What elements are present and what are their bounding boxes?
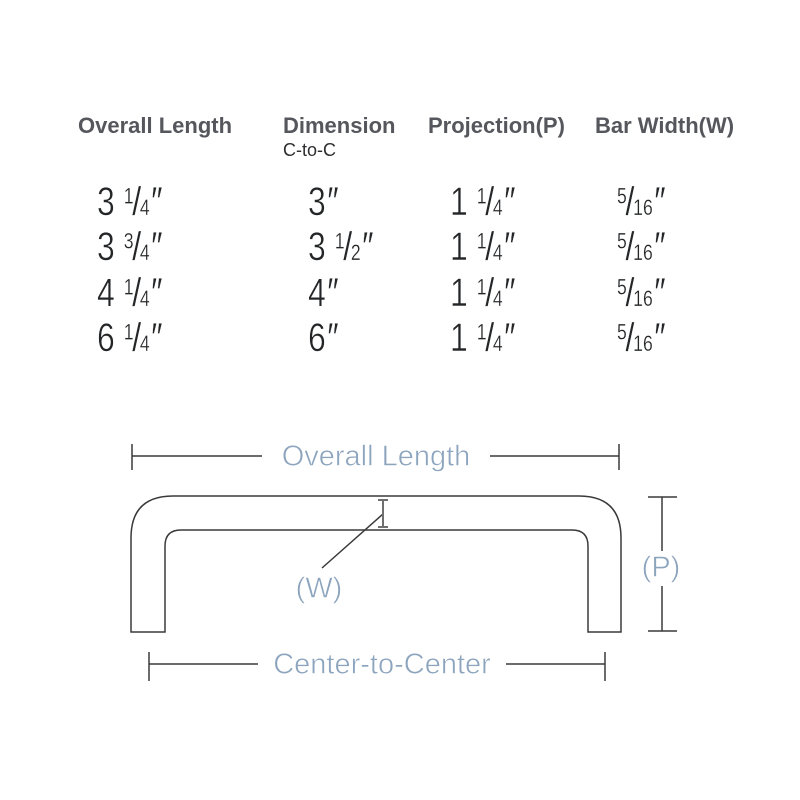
spec-cell: 6″ (308, 316, 338, 361)
projection-label: (P) (641, 551, 681, 584)
spec-cell: 3 1/4″ (97, 180, 161, 225)
handle-outline (130, 495, 622, 633)
bar-width-tick (378, 499, 388, 528)
spec-cell: 1 1/4″ (450, 271, 514, 316)
spec-cell: 3″ (308, 180, 338, 225)
center-to-center-label: Center-to-Center (273, 648, 491, 681)
spec-cell: 5/16″ (617, 316, 665, 360)
col-header-bar-width: Bar Width(W) (595, 113, 735, 138)
spec-cell: 1 1/4″ (450, 316, 514, 361)
w-leader-line (321, 513, 384, 569)
col-header-dimension: Dimension (283, 113, 396, 138)
spec-cell: 4 1/4″ (97, 271, 161, 316)
overall-length-label: Overall Length (281, 440, 471, 473)
spec-cell: 6 1/4″ (97, 316, 161, 361)
spec-cell: 5/16″ (617, 271, 665, 315)
spec-cell: 1 1/4″ (450, 180, 514, 225)
spec-cell: 3 3/4″ (97, 225, 161, 270)
bar-width-label: (W) (295, 572, 343, 605)
spec-cell: 5/16″ (617, 180, 665, 224)
spec-cell: 1 1/4″ (450, 225, 514, 270)
col-subheader-c-to-c: C-to-C (283, 140, 336, 160)
col-header-overall-length: Overall Length (78, 113, 233, 138)
col-header-projection: Projection(P) (428, 113, 565, 138)
spec-cell: 3 1/2″ (308, 225, 372, 270)
spec-cell: 4″ (308, 271, 338, 316)
spec-cell: 5/16″ (617, 225, 665, 269)
